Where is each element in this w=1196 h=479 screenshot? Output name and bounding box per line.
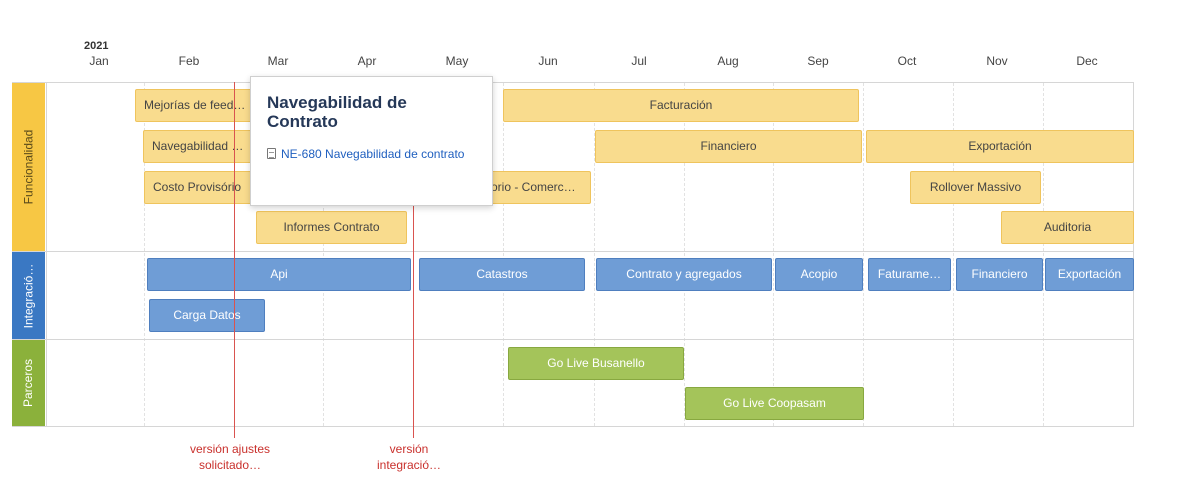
grid-line	[863, 83, 864, 426]
lane-funcionalidad[interactable]: Funcionalidad	[12, 83, 45, 251]
milestone-label-line: versión	[389, 442, 429, 456]
issue-popup: Navegabilidad de Contrato NE-680 Navegab…	[250, 76, 493, 206]
milestone-label-ajustes[interactable]: versión ajustes solicitado…	[175, 441, 285, 473]
milestone-line-ajustes[interactable]	[234, 82, 235, 438]
milestone-label-integracion[interactable]: versión integració…	[354, 441, 464, 473]
document-icon	[267, 148, 276, 159]
bar-informes-contrato[interactable]: Informes Contrato	[256, 211, 407, 244]
bar-financiero-integracion[interactable]: Financiero	[956, 258, 1043, 291]
month-aug: Aug	[717, 54, 739, 68]
lane-label-text: Funcionalidad	[21, 129, 36, 205]
bar-financiero[interactable]: Financiero	[595, 130, 862, 163]
grid-line	[144, 83, 145, 426]
bar-carga-datos[interactable]: Carga Datos	[149, 299, 265, 332]
lane-integracion[interactable]: Integració…	[12, 252, 45, 339]
grid-line	[1043, 83, 1044, 426]
bar-api[interactable]: Api	[147, 258, 411, 291]
bar-rollover-massivo[interactable]: Rollover Massivo	[910, 171, 1041, 204]
bar-go-live-busanello[interactable]: Go Live Busanello	[508, 347, 684, 380]
bar-navegabilidad-contrato[interactable]: Navegabilidad …	[143, 130, 253, 163]
bar-facturacion[interactable]: Facturación	[503, 89, 859, 122]
grid-line	[953, 83, 954, 426]
bar-costo-provisorio[interactable]: Costo Provisório	[144, 171, 254, 204]
month-apr: Apr	[357, 54, 377, 68]
bar-faturamento[interactable]: Faturame…	[868, 258, 951, 291]
grid-line	[684, 83, 685, 426]
milestone-label-line: versión ajustes	[189, 442, 271, 456]
milestone-line-integracion[interactable]	[413, 82, 414, 438]
grid-line	[503, 83, 504, 426]
bar-auditoria[interactable]: Auditoria	[1001, 211, 1134, 244]
milestone-label-line: integració…	[376, 458, 442, 472]
month-jun: Jun	[538, 54, 558, 68]
bar-exportacion[interactable]: Exportación	[866, 130, 1134, 163]
popup-title: Navegabilidad de Contrato	[267, 93, 407, 131]
issue-link[interactable]: NE-680 Navegabilidad de contrato	[267, 145, 476, 163]
bar-mejorias-feedback[interactable]: Mejorías de feedba	[135, 89, 255, 122]
month-jan: Jan	[89, 54, 109, 68]
grid-line	[323, 83, 324, 426]
month-feb: Feb	[178, 54, 200, 68]
month-mar: Mar	[267, 54, 289, 68]
month-oct: Oct	[897, 54, 917, 68]
milestone-label-line: solicitado…	[198, 458, 262, 472]
lane-parceros[interactable]: Parceros	[12, 340, 45, 426]
lane-label-text: Parceros	[21, 358, 36, 408]
month-sep: Sep	[807, 54, 829, 68]
grid-line	[773, 83, 774, 426]
bar-exportacion-integracion[interactable]: Exportación	[1045, 258, 1134, 291]
bar-contrato-agregados[interactable]: Contrato y agregados	[596, 258, 772, 291]
month-jul: Jul	[631, 54, 647, 68]
bar-acopio[interactable]: Acopio	[775, 258, 863, 291]
issue-link-text: NE-680 Navegabilidad de contrato	[281, 147, 465, 161]
lane-divider	[12, 82, 1134, 83]
lane-label-text: Integració…	[21, 263, 36, 328]
month-nov: Nov	[986, 54, 1008, 68]
lane-divider	[12, 339, 1134, 340]
year-label: 2021	[84, 40, 109, 52]
bar-go-live-coopasam[interactable]: Go Live Coopasam	[685, 387, 864, 420]
lane-divider	[12, 251, 1134, 252]
grid-line	[594, 83, 595, 426]
month-dec: Dec	[1076, 54, 1098, 68]
month-may: May	[445, 54, 469, 68]
bar-catastros[interactable]: Catastros	[419, 258, 585, 291]
lane-divider	[12, 426, 1134, 427]
